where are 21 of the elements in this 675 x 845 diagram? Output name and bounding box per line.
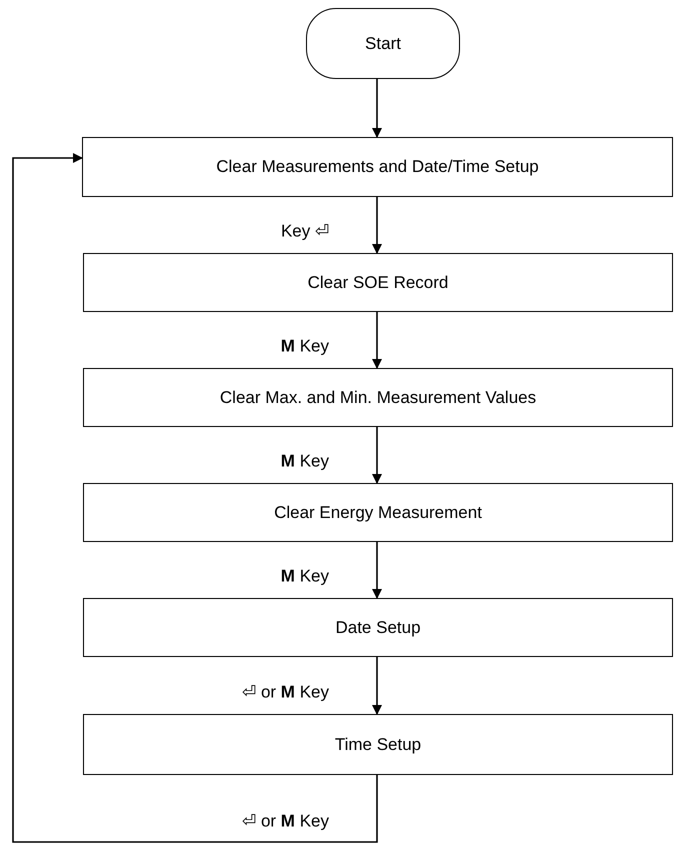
node-label: Time Setup xyxy=(334,734,422,756)
arrow xyxy=(372,657,382,715)
node-label: Clear Energy Measurement xyxy=(274,502,482,524)
arrow xyxy=(12,153,378,843)
node-label: Start xyxy=(365,32,401,55)
arrow xyxy=(372,542,382,599)
process-box xyxy=(83,368,673,427)
arrow xyxy=(372,427,382,484)
process-box xyxy=(83,598,673,657)
process-box xyxy=(82,137,673,197)
arrow xyxy=(372,197,382,254)
node-label: Clear SOE Record xyxy=(308,272,448,294)
arrow xyxy=(372,312,382,369)
node-label: Clear Measurements and Date/Time Setup xyxy=(216,156,539,178)
process-box xyxy=(83,714,673,775)
arrow xyxy=(372,79,382,138)
process-box xyxy=(83,483,673,542)
node-label: Clear Max. and Min. Measurement Values xyxy=(220,386,536,409)
node-label: Date Setup xyxy=(335,616,421,639)
terminal-box xyxy=(306,8,460,79)
process-box xyxy=(83,253,673,312)
